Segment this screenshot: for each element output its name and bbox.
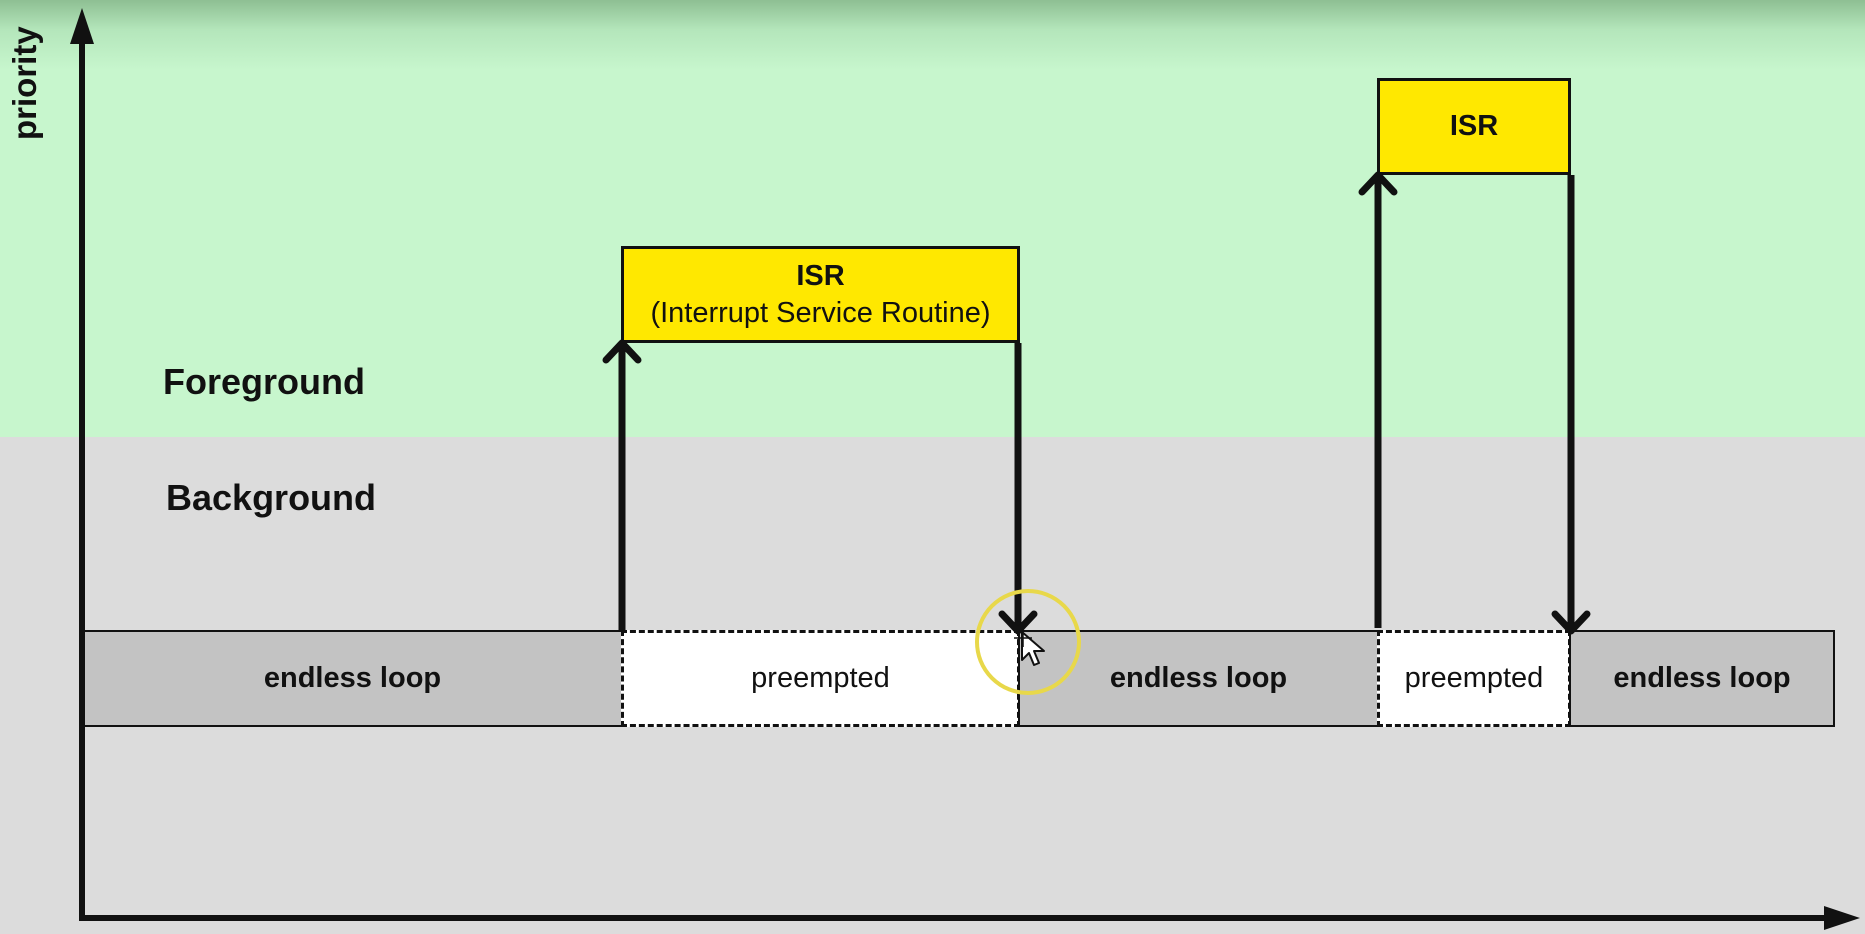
- mouse-pointer-icon: [1021, 631, 1045, 666]
- interrupt-arrowhead-up: [602, 339, 642, 364]
- isr-box: ISR (Interrupt Service Routine): [621, 246, 1020, 343]
- return-arrowhead-down: [998, 610, 1038, 635]
- foreground-label: Foreground: [163, 361, 365, 402]
- timeline-segment-preempted: preempted: [1377, 630, 1571, 727]
- return-arrowhead-down: [1551, 610, 1591, 635]
- foreground-region: [0, 0, 1865, 437]
- background-label: Background: [166, 477, 377, 518]
- timeline-segment-endless-loop: endless loop: [82, 630, 623, 727]
- interrupt-arrowhead-up: [1358, 171, 1398, 196]
- y-axis-arrowhead: [70, 8, 94, 44]
- isr-title: ISR: [1449, 109, 1499, 142]
- timeline-segment-endless-loop: endless loop: [1569, 630, 1835, 727]
- x-axis-arrowhead: [1824, 906, 1860, 930]
- isr-subtitle: (Interrupt Service Routine): [650, 296, 991, 329]
- isr-box: ISR: [1377, 78, 1571, 175]
- isr-title: ISR: [796, 260, 845, 293]
- crosshair-icon: [1014, 629, 1032, 647]
- cursor-highlight-ring: [975, 589, 1081, 695]
